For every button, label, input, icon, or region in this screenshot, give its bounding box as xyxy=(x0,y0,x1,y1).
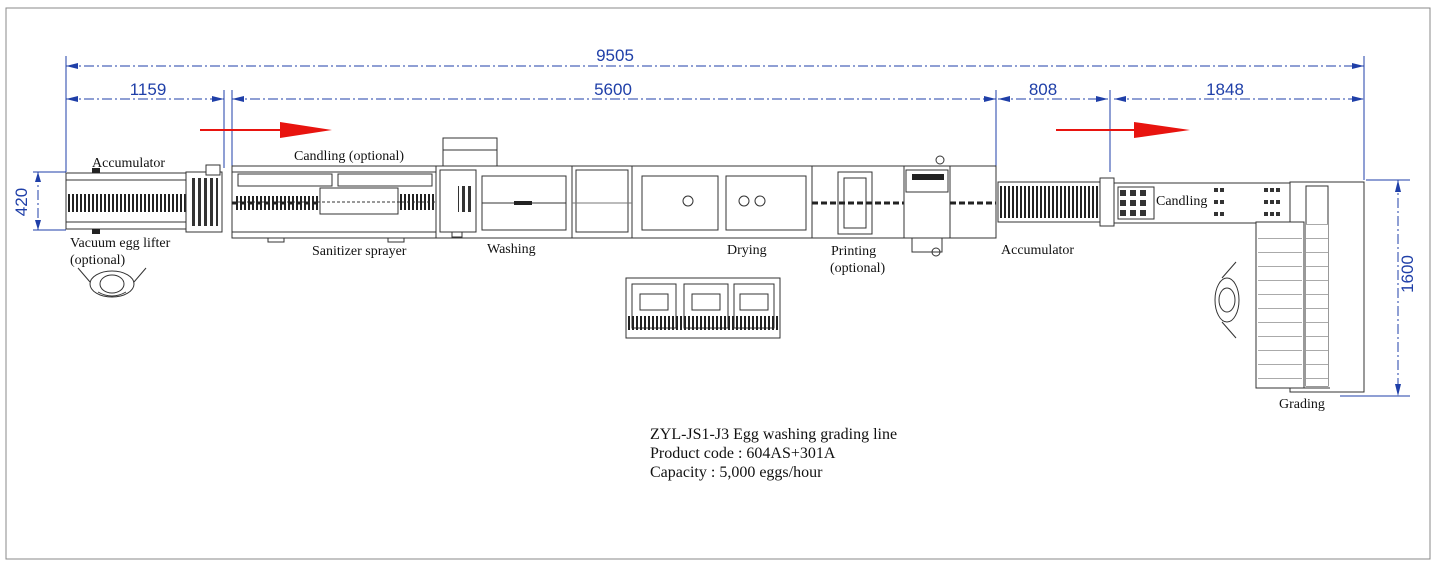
dimension-segment-c: 808 xyxy=(998,80,1111,172)
grading-unit xyxy=(1255,181,1365,393)
operator-figure-left xyxy=(77,267,147,298)
dimension-height-left: 420 xyxy=(12,171,66,231)
label-printing: Printing xyxy=(831,244,876,259)
label-sanitizer-sprayer: Sanitizer sprayer xyxy=(312,244,407,259)
info-capacity: Capacity : 5,000 eggs/hour xyxy=(650,464,823,481)
label-printing-optional: (optional) xyxy=(830,261,886,276)
label-candling: Candling xyxy=(1156,194,1207,209)
dim-seg-c-label: 808 xyxy=(1029,80,1057,99)
accumulator-left-unit xyxy=(65,164,223,234)
label-vacuum-lifter: Vacuum egg lifter xyxy=(70,236,171,251)
candling-unit xyxy=(1113,182,1291,224)
flow-arrow-left xyxy=(200,122,332,138)
dimension-segment-b: 5600 xyxy=(231,80,997,168)
dimension-height-right: 1600 xyxy=(1340,179,1417,397)
label-candling-optional: Candling (optional) xyxy=(294,149,404,164)
label-grading: Grading xyxy=(1279,397,1325,412)
info-product-code: Product code : 604AS+301A xyxy=(650,445,836,462)
dim-height-right-label: 1600 xyxy=(1398,255,1417,293)
operator-figure-right xyxy=(1214,261,1240,339)
main-machine-body xyxy=(231,137,997,257)
label-accumulator-left: Accumulator xyxy=(92,156,165,171)
label-washing: Washing xyxy=(487,242,536,257)
dim-seg-d-label: 1848 xyxy=(1206,80,1244,99)
label-drying: Drying xyxy=(727,243,767,258)
flow-arrow-right xyxy=(1056,122,1190,138)
accumulator-right-unit xyxy=(997,177,1115,227)
dim-total-label: 9505 xyxy=(596,46,634,65)
control-cabinets xyxy=(625,277,781,339)
dim-seg-a-label: 1159 xyxy=(130,80,167,99)
dimension-total: 9505 xyxy=(65,46,1365,180)
info-title: ZYL-JS1-J3 Egg washing grading line xyxy=(650,426,897,443)
dim-height-left-label: 420 xyxy=(12,188,31,216)
dimension-segment-d: 1848 xyxy=(1114,80,1364,102)
dimension-segment-a: 1159 xyxy=(66,80,225,168)
frame-border xyxy=(5,7,1431,560)
dim-seg-b-label: 5600 xyxy=(594,80,632,99)
label-vacuum-lifter-optional: (optional) xyxy=(70,253,126,268)
label-accumulator-right: Accumulator xyxy=(1001,243,1074,258)
